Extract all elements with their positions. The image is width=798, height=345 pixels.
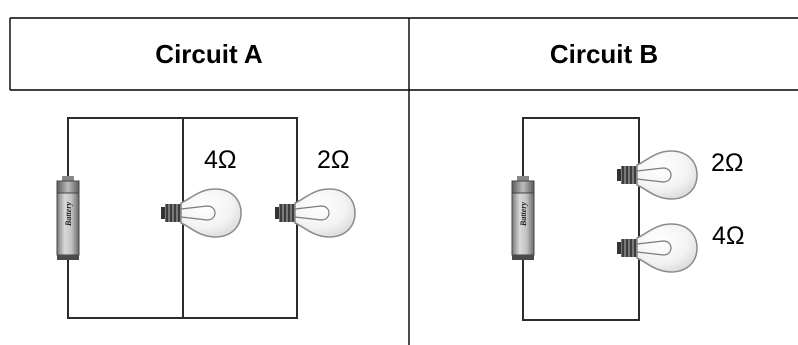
circuit-b-bulb-2ohm [616,150,698,200]
circuit-a-bulb-2ohm [274,188,356,238]
circuit-b-bulb-4ohm [616,223,698,273]
table-grid [9,17,798,345]
circuit-b-battery-label: Battery [519,202,528,227]
circuit-b-header: Circuit B [549,39,659,69]
circuit-b-bulb-4ohm-label: 4Ω [712,222,745,250]
circuit-b-wires [522,117,640,321]
circuit-a-header: Circuit A [155,39,263,69]
circuit-a-bulb-2ohm-label: 2Ω [317,146,350,174]
circuit-a-bulb-4ohm [160,188,242,238]
circuit-b-bulb-2ohm-label: 2Ω [711,149,744,177]
circuit-a-bulb-4ohm-label: 4Ω [204,146,237,174]
circuit-a-battery-label: Battery [64,202,73,227]
